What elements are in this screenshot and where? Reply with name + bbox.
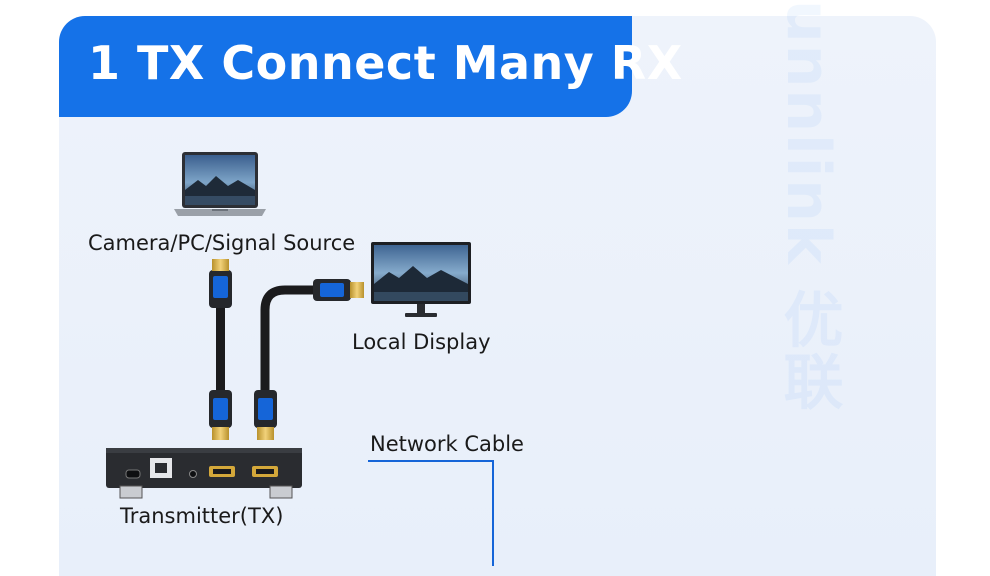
laptop-icon — [174, 152, 266, 216]
local-display-label: Local Display — [352, 330, 491, 354]
transmitter-device-icon — [106, 448, 302, 499]
brand-watermark: unnlink 优联 — [773, 0, 843, 413]
title-banner — [59, 16, 632, 117]
transmitter-label: Transmitter(TX) — [120, 504, 284, 528]
network-cable-label: Network Cable — [370, 432, 524, 456]
source-label: Camera/PC/Signal Source — [88, 231, 356, 255]
page-title: 1 TX Connect Many RX — [88, 36, 683, 90]
monitor-icon — [371, 242, 471, 317]
